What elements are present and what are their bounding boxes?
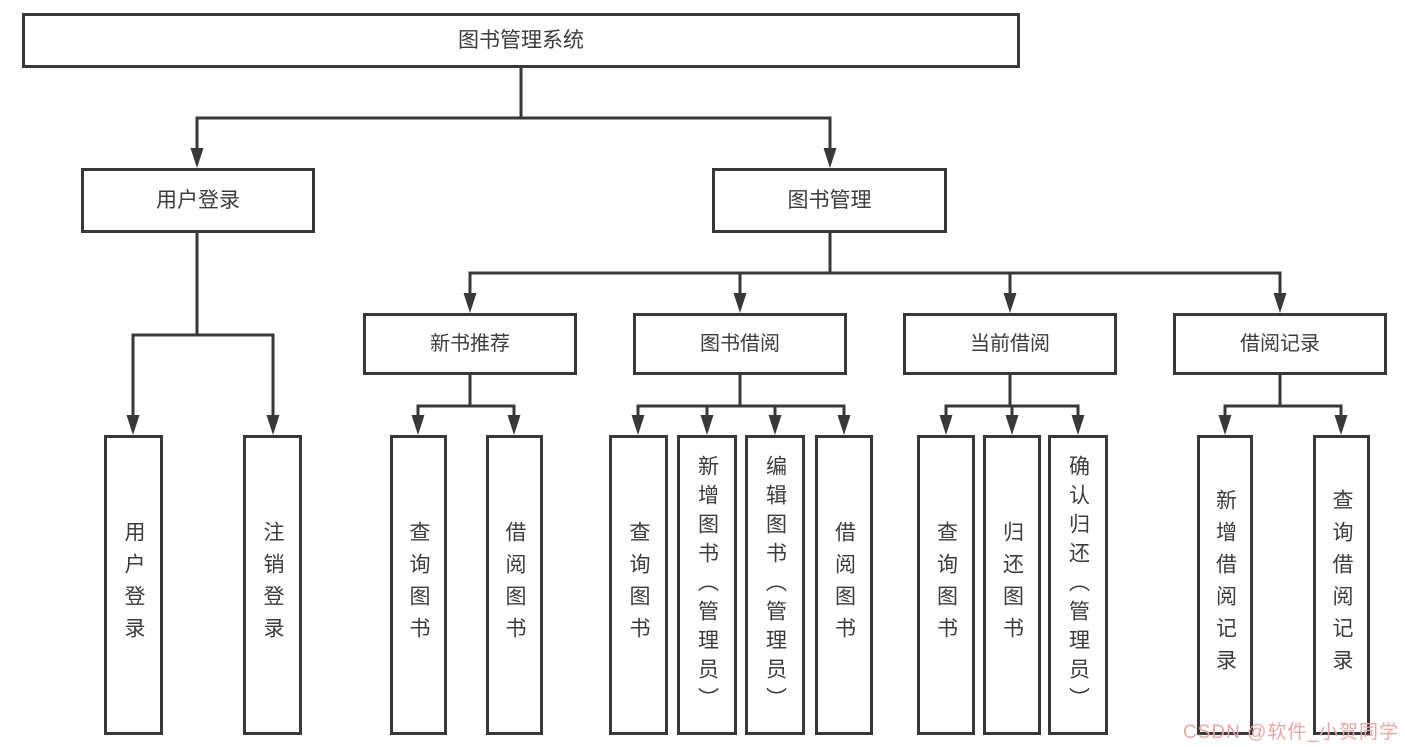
node-library-management-system: 图书管理系统 xyxy=(22,13,1020,68)
node-label: 新书推荐 xyxy=(430,333,510,355)
node-label: 借阅图书 xyxy=(832,521,856,649)
leaf-return-books: 归还图书 xyxy=(983,435,1041,735)
node-label: 查询图书 xyxy=(934,521,958,649)
node-label: 注销登录 xyxy=(261,521,284,649)
node-book-management: 图书管理 xyxy=(712,168,947,233)
node-label: 图书借阅 xyxy=(700,333,780,355)
node-label: 图书管理 xyxy=(787,189,872,212)
node-book-borrowing: 图书借阅 xyxy=(633,313,847,375)
leaf-borrow-books: 借阅图书 xyxy=(815,435,873,735)
leaf-logout: 注销登录 xyxy=(243,435,302,735)
node-label: 编辑图书（管理员） xyxy=(763,454,787,716)
leaf-user-login: 用户登录 xyxy=(104,435,163,735)
leaf-borrow-books-recommend: 借阅图书 xyxy=(486,435,543,735)
node-label: 借阅记录 xyxy=(1240,333,1320,355)
node-current-borrowing: 当前借阅 xyxy=(903,313,1117,375)
node-label: 当前借阅 xyxy=(970,333,1050,355)
node-label: 查询借阅记录 xyxy=(1330,489,1353,681)
leaf-query-books-recommend: 查询图书 xyxy=(390,435,447,735)
node-user-login: 用户登录 xyxy=(81,168,315,233)
leaf-confirm-return-admin: 确认归还（管理员） xyxy=(1048,435,1108,735)
node-label: 用户登录 xyxy=(122,521,145,649)
node-label: 图书管理系统 xyxy=(458,29,584,52)
leaf-add-borrow-record: 新增借阅记录 xyxy=(1197,435,1253,735)
node-label: 新增图书（管理员） xyxy=(695,454,719,716)
leaf-add-books-admin: 新增图书（管理员） xyxy=(677,435,737,735)
leaf-query-borrow-record: 查询借阅记录 xyxy=(1313,435,1370,735)
node-label: 借阅图书 xyxy=(503,521,526,649)
csdn-watermark: CSDN @软件_小贺同学 xyxy=(1183,722,1399,743)
node-new-book-recommend: 新书推荐 xyxy=(363,313,577,375)
leaf-edit-books-admin: 编辑图书（管理员） xyxy=(745,435,805,735)
leaf-query-books-borrowing: 查询图书 xyxy=(609,435,668,735)
node-label: 查询图书 xyxy=(627,521,650,649)
node-label: 用户登录 xyxy=(156,189,240,212)
node-borrowing-records: 借阅记录 xyxy=(1173,313,1387,375)
node-label: 查询图书 xyxy=(407,521,430,649)
node-label: 新增借阅记录 xyxy=(1213,489,1237,681)
node-label: 确认归还（管理员） xyxy=(1066,454,1090,716)
node-label: 归还图书 xyxy=(1000,521,1024,649)
leaf-query-books-current: 查询图书 xyxy=(917,435,975,735)
